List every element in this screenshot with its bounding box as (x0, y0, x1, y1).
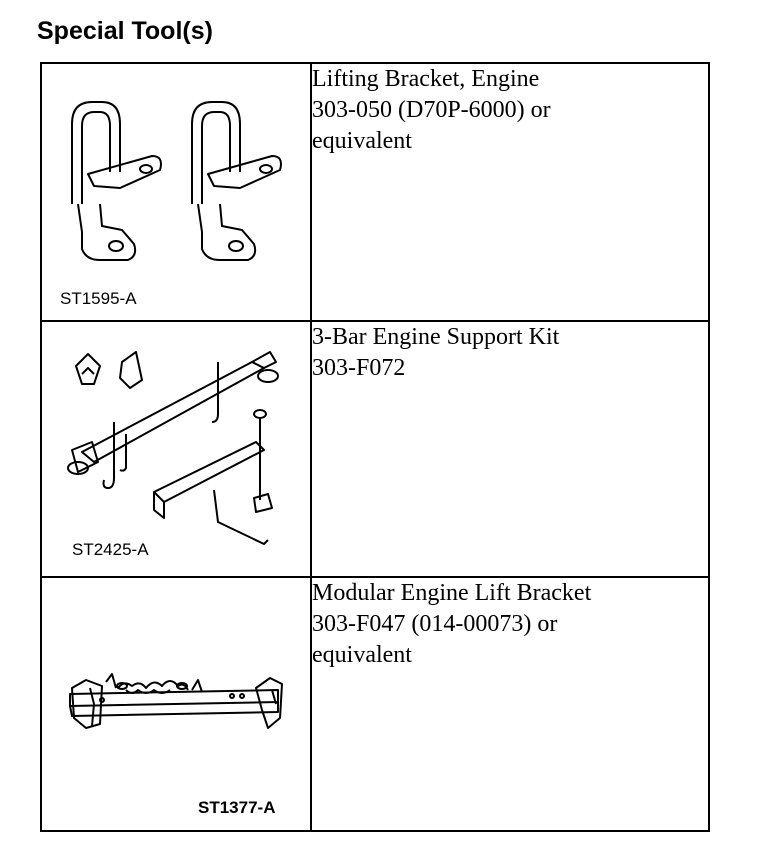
tool-illustration-cell: ST1377-A (40, 576, 312, 832)
tool-code: ST2425-A (72, 540, 149, 559)
tool-row: ST2425-A 3-Bar Engine Support Kit 303-F0… (40, 320, 710, 578)
tool-description-line: 303-050 (D70P-6000) or (312, 97, 551, 123)
tool-description-line: Lifting Bracket, Engine (312, 66, 540, 92)
tool-description: Modular Engine Lift Bracket 303-F047 (01… (310, 576, 710, 832)
tool-code: ST1595-A (60, 289, 137, 308)
tool-description-line: equivalent (312, 642, 412, 668)
tool-row: ST1595-A Lifting Bracket, Engine 303-050… (40, 62, 710, 322)
tool-description-line: 3-Bar Engine Support Kit (312, 324, 560, 350)
tool-description: Lifting Bracket, Engine 303-050 (D70P-60… (310, 62, 710, 322)
engine-support-kit-icon (67, 351, 279, 545)
tool-illustration-cell: ST2425-A (40, 320, 312, 578)
tool-description: 3-Bar Engine Support Kit 303-F072 (310, 320, 710, 578)
engine-lift-bracket-icon (69, 673, 283, 729)
engine-lifting-bracket-icon (71, 101, 282, 261)
tool-description-line: Modular Engine Lift Bracket (312, 580, 592, 606)
tool-illustration-cell: ST1595-A (40, 62, 312, 322)
page-heading: Special Tool(s) (37, 17, 213, 45)
tool-row: ST1377-A Modular Engine Lift Bracket 303… (40, 576, 710, 832)
special-tools-table: ST1595-A Lifting Bracket, Engine 303-050… (40, 62, 710, 832)
tool-description-line: equivalent (312, 128, 412, 154)
tool-description-line: 303-F072 (312, 355, 406, 381)
tool-code: ST1377-A (198, 798, 276, 817)
tool-description-line: 303-F047 (014-00073) or (312, 611, 558, 637)
